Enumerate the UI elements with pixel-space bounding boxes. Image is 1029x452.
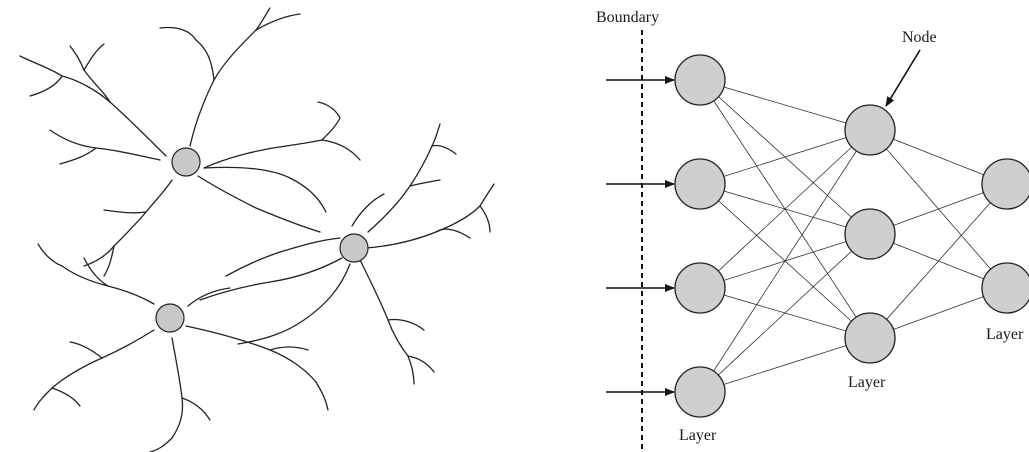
edge-l0n2-l1n0 [700,130,870,288]
neuron-1 [20,8,360,276]
axon-2-3b [238,264,350,344]
edge-l0n3-l1n1 [700,234,870,392]
input-node-4 [675,367,725,417]
axon-2-3 [200,258,342,300]
boundary-label: Boundary [596,9,659,26]
output-node-2 [982,263,1029,313]
neuron-3-soma [156,304,184,332]
input-node-2 [675,159,725,209]
hidden-node-2 [845,209,895,259]
neuron-2-soma [340,234,368,262]
input-arrows [606,80,674,392]
edge-l1n2-l2n0 [870,184,1007,338]
node-pointer-arrow [886,50,920,106]
input-node-3 [675,263,725,313]
input-layer-label: Layer [679,427,717,444]
biological-neurons [20,8,494,452]
hidden-layer-label: Layer [848,374,886,391]
hidden-node-3 [845,313,895,363]
node-label: Node [902,29,937,46]
input-node-1 [675,55,725,105]
neuron-3 [34,244,328,452]
edge-l0n3-l1n0 [700,130,870,392]
edge-l0n0-l1n0 [700,80,870,130]
network-nodes [675,55,1029,417]
edge-l0n3-l1n2 [700,338,870,392]
hidden-node-1 [845,105,895,155]
output-node-1 [982,159,1029,209]
neuron-1-soma [172,148,200,176]
artificial-network: Boundary Node Layer Layer Layer [596,9,1029,452]
output-layer-label: Layer [986,326,1024,343]
edge-l0n1-l1n0 [700,130,870,184]
